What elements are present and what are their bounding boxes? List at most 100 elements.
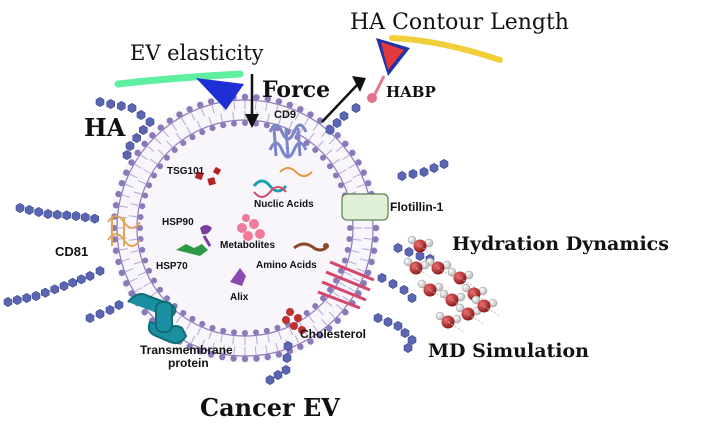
hsp70-label: HSP70 (156, 261, 188, 272)
force-label: Force (262, 77, 330, 103)
afm-cantilever-contour (367, 35, 503, 103)
lipid-head (297, 343, 304, 350)
lipid-head (157, 163, 164, 170)
amino-acids-icon (293, 242, 329, 252)
lipid-head (166, 117, 174, 124)
lipid-head (231, 329, 238, 336)
lipid-head (180, 140, 187, 147)
ha-bead (24, 205, 34, 215)
lipid-head (142, 192, 149, 199)
lipid-head (242, 330, 248, 336)
lipid-head (128, 159, 135, 166)
ha-bead (62, 210, 71, 221)
force-arrow (245, 74, 259, 128)
ha-bead (71, 211, 81, 221)
afm-cantilever-elasticity (114, 70, 244, 110)
water-molecule (407, 235, 437, 257)
lipid-head (307, 111, 314, 118)
lipid-head (123, 169, 130, 176)
metabolites-label: Metabolites (220, 240, 275, 251)
lipid-head (275, 351, 283, 358)
ha-bead (139, 125, 148, 135)
lipid-head (372, 236, 379, 243)
ha-bead (377, 273, 387, 283)
cd81-protein (107, 215, 141, 247)
lipid-head (186, 343, 193, 350)
lipid-head (316, 117, 324, 124)
ha-bead (351, 103, 361, 113)
flotillin-label: Flotillin-1 (390, 200, 444, 214)
water-molecule (471, 295, 501, 317)
ha-bead (439, 159, 449, 169)
ha-bead (407, 335, 417, 345)
hydration-dynamics-label: Hydration Dynamics (452, 233, 669, 255)
ha-bead (40, 287, 50, 298)
hsp90-icon (200, 225, 212, 247)
lipid-head (163, 295, 170, 302)
ha-bead (393, 243, 403, 253)
ha-bead (52, 209, 62, 220)
lipid-head (342, 309, 349, 316)
pull-arrow (321, 76, 366, 123)
water-molecules (403, 235, 501, 333)
ha-bead (95, 97, 105, 107)
ha-bead (114, 300, 124, 310)
water-molecule (435, 311, 465, 333)
lipid-head (180, 309, 187, 316)
ha-bead (50, 284, 60, 295)
lipid-head (334, 132, 341, 139)
lipid-head (209, 125, 216, 132)
ha-bead (383, 317, 393, 327)
lipid-head (347, 225, 353, 231)
lipid-head (326, 325, 333, 332)
ha-bead (13, 295, 22, 305)
ha-bead (407, 293, 417, 303)
ha-bead (127, 103, 137, 113)
lipid-head (112, 202, 120, 209)
lipid-head (220, 122, 227, 129)
lipid-head (134, 149, 141, 157)
ha-bead (273, 370, 283, 380)
lipid-head (141, 140, 148, 147)
lipid-head (312, 303, 319, 310)
afm-tip-blue (196, 78, 244, 110)
lipid-head (171, 146, 178, 153)
lipid-head (368, 258, 375, 266)
lipid-head (252, 329, 259, 336)
lipid-head (207, 351, 215, 358)
lipid-head (199, 129, 206, 136)
transmembrane-protein-label-line2: protein (168, 356, 209, 370)
lipid-head (189, 315, 196, 322)
lipid-head (341, 257, 348, 264)
alix-label: Alix (230, 292, 249, 303)
lipid-head (118, 179, 126, 187)
lipid-head (312, 146, 319, 153)
lipid-head (326, 286, 333, 293)
lipid-head (332, 172, 339, 179)
lipid-head (149, 132, 156, 139)
nucleic-acids-icon (252, 167, 313, 198)
cd9-protein (268, 123, 308, 159)
transmembrane-protein (127, 293, 188, 345)
ha-bead (85, 271, 95, 281)
lipid-head (337, 267, 344, 274)
lipid-head (307, 338, 314, 345)
cancer-ev-label: Cancer EV (200, 393, 340, 422)
lipid-head (118, 269, 126, 277)
cd9-label: CD9 (274, 109, 296, 121)
lipid-head (128, 290, 135, 297)
ha-bead (373, 313, 383, 323)
cd81-label: CD81 (55, 244, 88, 259)
lipid-head (372, 224, 380, 232)
lipid-head (242, 120, 248, 126)
ha-bead (34, 207, 44, 217)
ha-bead (59, 281, 69, 291)
lipid-head (241, 93, 249, 101)
ha-bead (68, 277, 77, 288)
habp-label: HABP (386, 83, 436, 101)
ha-bead (85, 313, 95, 323)
lipid-head (264, 353, 271, 361)
ha-bead (415, 251, 425, 261)
ha-bead (332, 118, 342, 128)
